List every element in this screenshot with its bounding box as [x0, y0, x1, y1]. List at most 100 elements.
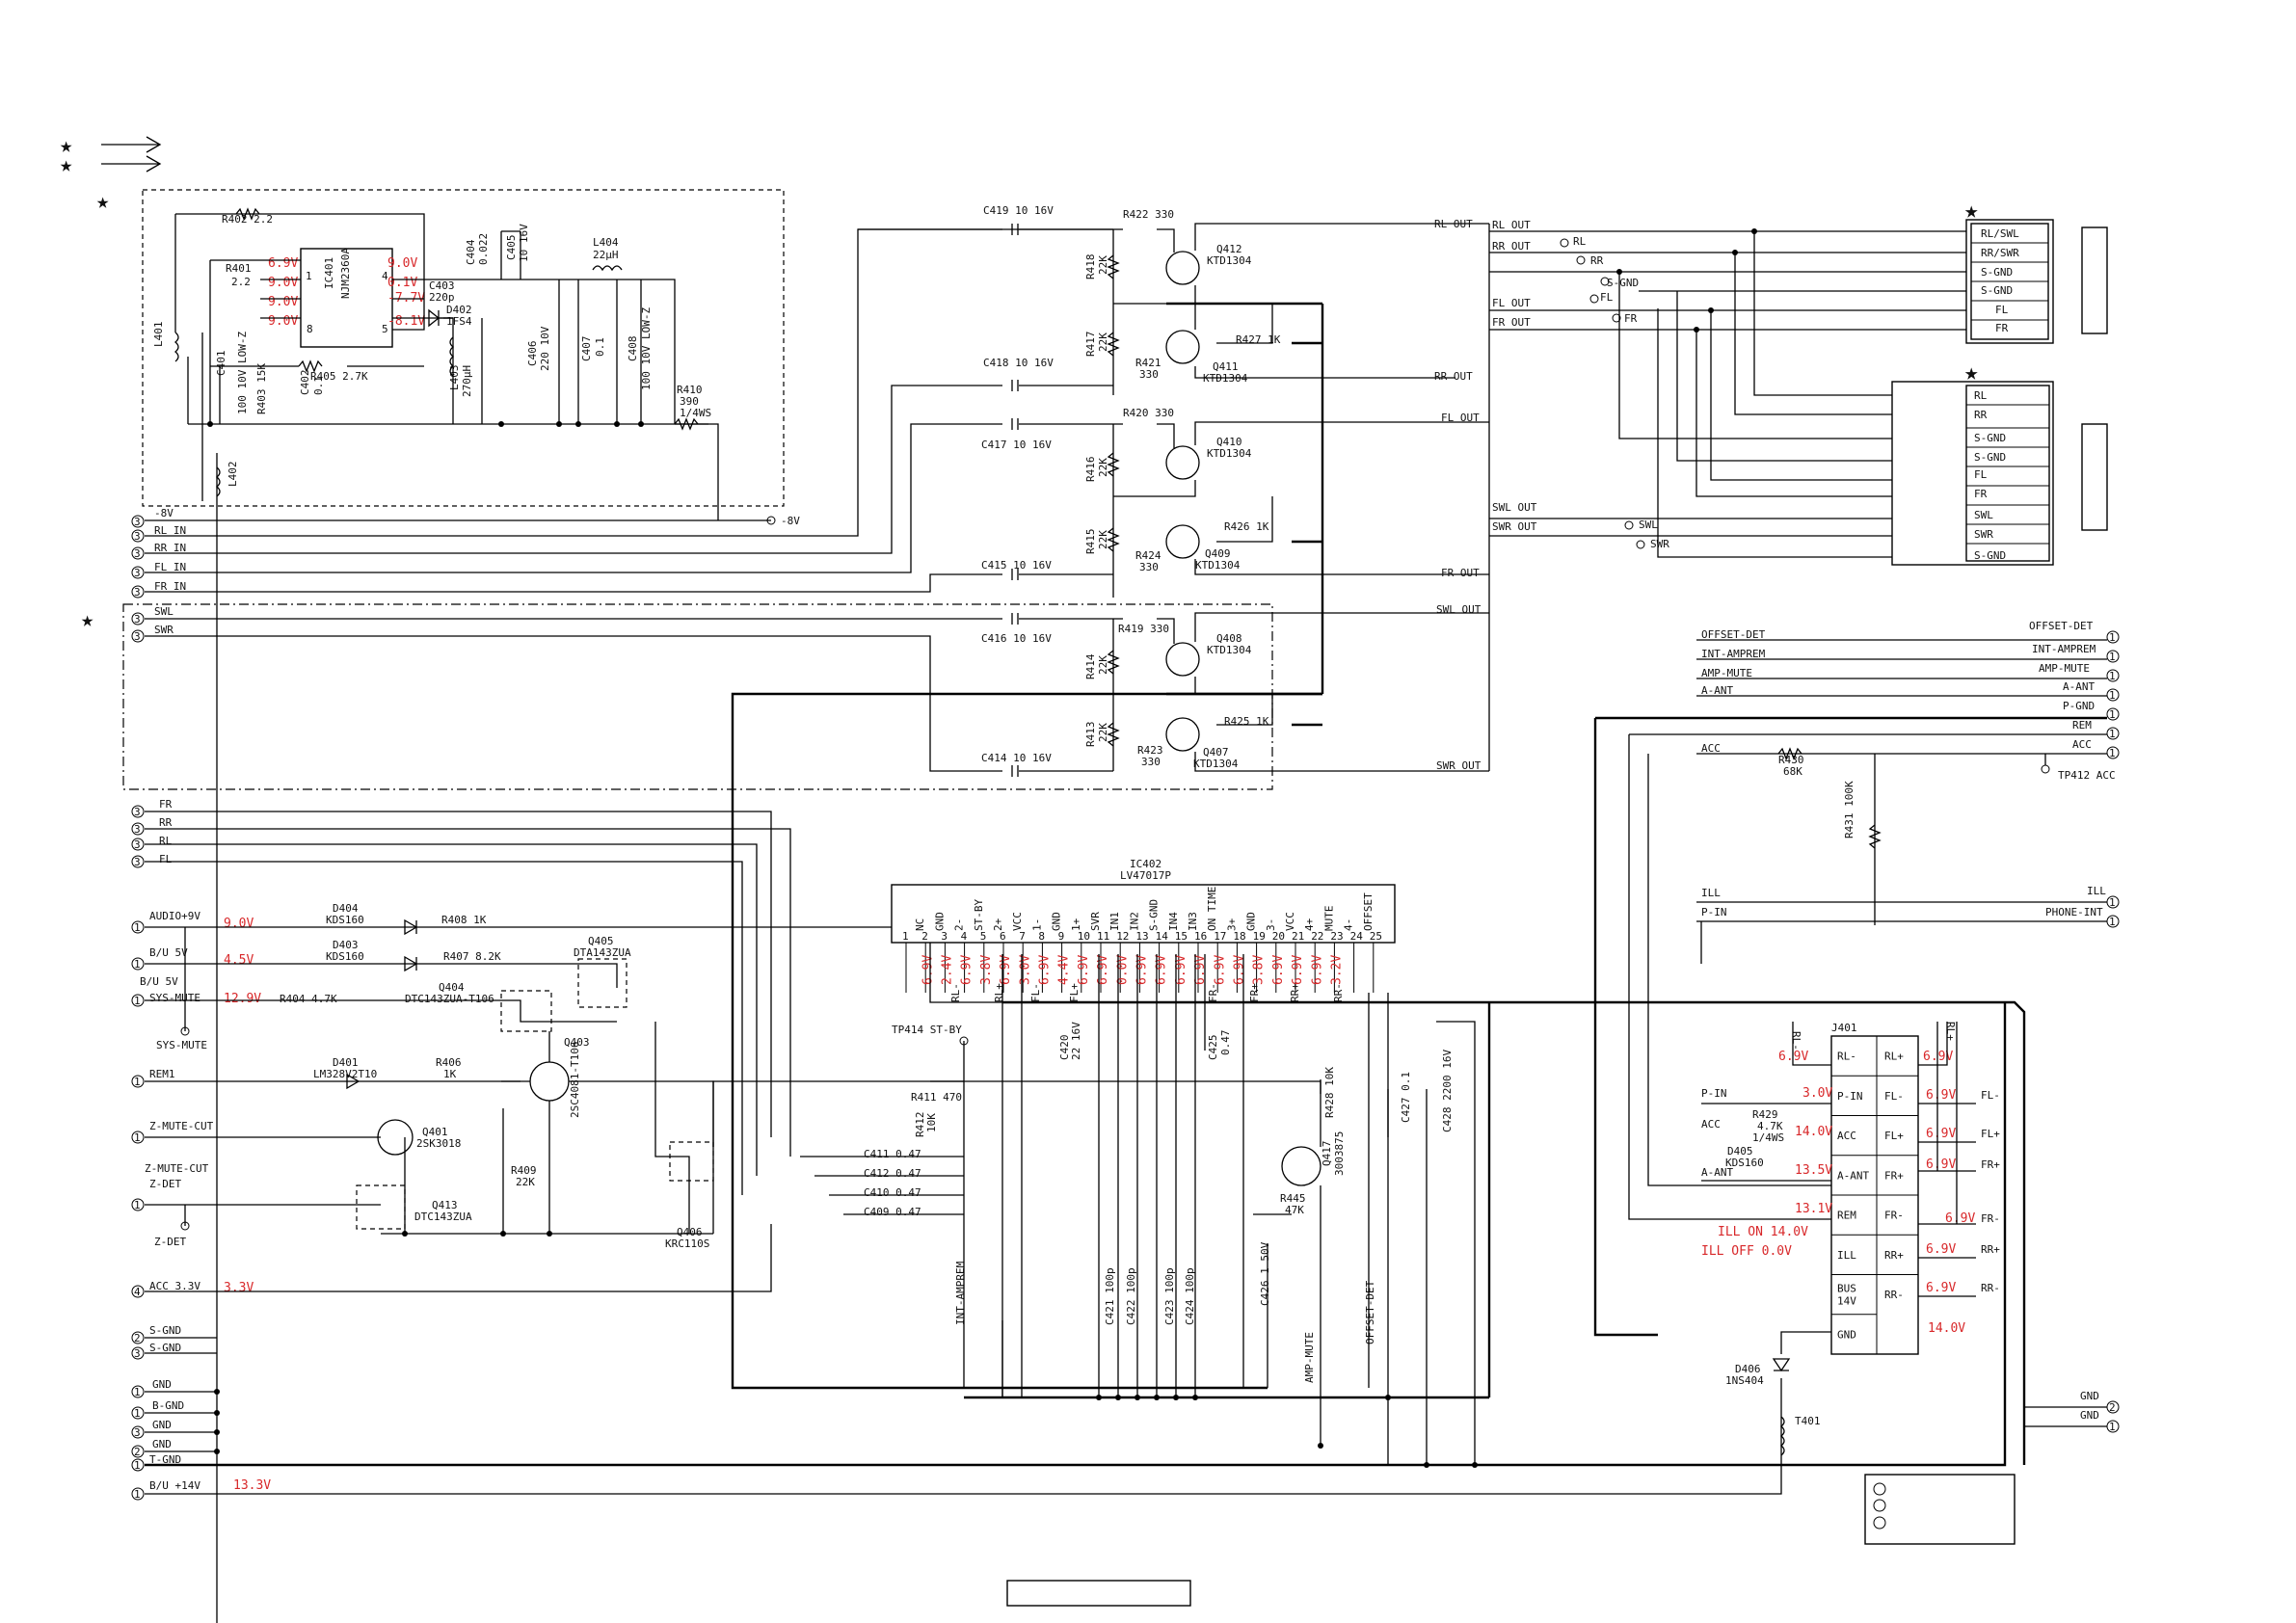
schematic-label: Q417 — [1321, 1141, 1333, 1167]
ic402-pin-number: 19 — [1253, 930, 1266, 943]
schematic-label: OFFSET-DET — [1364, 1280, 1376, 1344]
schematic-label: 3 — [134, 516, 141, 528]
schematic-label: D404 — [333, 902, 359, 915]
ic402-pin-name: MUTE — [1322, 906, 1335, 932]
ic402-pin-name: IN2 — [1128, 912, 1140, 931]
schematic-label: R422 330 — [1123, 208, 1174, 221]
ic402-pin-number: 16 — [1194, 930, 1207, 943]
power-section-boundary — [142, 189, 785, 507]
ic402-pin-voltage: 4.4V — [1057, 955, 1072, 985]
schematic-label: 4.5V — [224, 953, 254, 968]
ic402-pin-number: 21 — [1292, 930, 1304, 943]
schematic-label: 3 — [134, 1426, 141, 1439]
ic402-pin-name: GND — [1051, 912, 1063, 931]
schematic-label: 3.0V — [1802, 1086, 1832, 1101]
amp-transistor-section: C419 10 16V C418 10 16V C417 10 16V C415… — [731, 204, 1489, 1390]
ic402-pin-number: 13 — [1135, 930, 1148, 943]
j401-left-pin: RL- — [1837, 1051, 1856, 1063]
ic402-pin-number: 11 — [1097, 930, 1109, 943]
schematic-label: 1 — [2109, 689, 2116, 702]
schematic-label: 22μH — [593, 249, 619, 261]
schematic-label: 2SK3018 — [416, 1137, 461, 1150]
schematic-label: 1 — [2109, 916, 2116, 928]
schematic-label: S-GND — [1974, 432, 2006, 444]
schematic-label: C424 100p — [1184, 1267, 1196, 1325]
star-marker: ★ — [60, 153, 72, 177]
connector-gnd-3: 3 GND — [131, 1419, 217, 1439]
schematic-label: 1 — [134, 1488, 141, 1501]
schematic-label: D405 — [1727, 1145, 1753, 1157]
title-block — [1006, 1580, 1191, 1607]
schematic-label: RR OUT — [1492, 240, 1531, 253]
ic402-pin-number: 4 — [961, 930, 968, 943]
schematic-label: KTD1304 — [1207, 254, 1252, 267]
schematic-label: 3 — [134, 547, 141, 560]
schematic-label: REM1 — [149, 1068, 175, 1080]
ic402-pin-voltage: 6.9V — [1174, 955, 1188, 985]
schematic-label: S-GND — [1981, 284, 2013, 297]
legend-box — [1864, 1474, 2016, 1545]
schematic-label: 68K — [1783, 765, 1802, 778]
schematic-label: C418 10 16V — [983, 357, 1054, 369]
schematic-label: R405 2.7K — [310, 370, 368, 383]
schematic-label: 220p — [429, 291, 455, 304]
schematic-label: 1 — [134, 1407, 141, 1420]
ic402-pin-number: 10 — [1078, 930, 1090, 943]
schematic-label: ILL OFF 0.0V — [1701, 1244, 1792, 1259]
schematic-label: 2 — [134, 1332, 141, 1344]
schematic-label: DTC143ZUA — [414, 1211, 472, 1223]
schematic-label: D402 — [446, 304, 472, 316]
right-connector-group: OFFSET-DET INT-AMPREM AMP-MUTE A-ANT ACC… — [1593, 620, 2120, 1433]
left-connector-group: 3 -8V 3 RL IN 3 RR IN 3 FL IN 3 FR IN 3 … — [131, 228, 2007, 1501]
schematic-label: R419 330 — [1118, 623, 1169, 635]
schematic-label: S-GND — [1607, 277, 1639, 289]
ic402-pin-voltage: 3.0V — [1018, 955, 1032, 985]
ic402-pin-number: 5 — [980, 930, 987, 943]
schematic-label: KDS160 — [1725, 1157, 1764, 1169]
schematic-label: 8 — [307, 323, 313, 335]
ic402-pin-voltage: 6.9V — [1155, 955, 1169, 985]
schematic-label: R423 — [1137, 744, 1163, 757]
schematic-label: GND — [2080, 1409, 2099, 1422]
schematic-label: TP412 ACC — [2058, 769, 2116, 782]
schematic-label: 9.0V — [268, 295, 298, 309]
output-bus: RL OUT RL RR OUT RR S-GND FL OUT FL FR O… — [1488, 219, 1971, 771]
schematic-label: AMP-MUTE — [2039, 662, 2090, 675]
schematic-label: ACC — [1701, 1118, 1721, 1131]
schematic-label: FR — [1974, 488, 1988, 500]
ic402-pin-voltage: 3.8V — [979, 955, 994, 985]
schematic-label: FL — [1995, 304, 2009, 316]
j401-connector: J401 RL-P-INACCA-ANTREMILLBUS14VGNDRL+FL… — [1701, 1022, 2000, 1456]
schematic-label: RL+ — [993, 983, 1005, 1002]
ic402-pin-number: 23 — [1330, 930, 1343, 943]
schematic-label: ACC — [2072, 738, 2092, 751]
schematic-label: R411 470 — [911, 1091, 962, 1104]
schematic-label: RR — [1974, 409, 1988, 421]
schematic-label: 3 — [134, 530, 141, 543]
schematic-label: R402 2.2 — [222, 213, 273, 226]
schematic-label: 5 — [382, 323, 388, 335]
schematic-label: FR- — [1207, 983, 1219, 1002]
schematic-label: C428 2200 16V — [1441, 1050, 1454, 1132]
schematic-label: FR IN — [154, 580, 186, 593]
schematic-label: S-GND — [149, 1324, 181, 1337]
schematic-label: 4 — [382, 270, 388, 282]
schematic-label: 47K — [1285, 1204, 1304, 1216]
schematic-label: R407 8.2K — [443, 950, 501, 963]
schematic-label: 1 — [134, 1386, 141, 1398]
schematic-label: 220 10V — [539, 326, 551, 371]
schematic-label: LV47017P — [1120, 869, 1171, 882]
ic402-pin-voltage: 6.9V — [1096, 955, 1110, 985]
schematic-label: 1 — [2109, 747, 2116, 759]
connector-gnd-2: 2 GND — [131, 1438, 217, 1458]
schematic-label: 1 — [134, 958, 141, 971]
schematic-label: 4.7K — [1757, 1120, 1783, 1132]
schematic-label: 1 — [2109, 651, 2116, 663]
schematic-label: Z-MUTE-CUT — [149, 1120, 214, 1132]
schematic-label: FL+ — [1981, 1128, 2000, 1140]
ic402-pin-name: 4+ — [1303, 918, 1316, 931]
schematic-label: RR+ — [1981, 1243, 2000, 1256]
j401-right-pin: FL+ — [1884, 1130, 1904, 1142]
schematic-label: T-GND — [149, 1453, 181, 1466]
